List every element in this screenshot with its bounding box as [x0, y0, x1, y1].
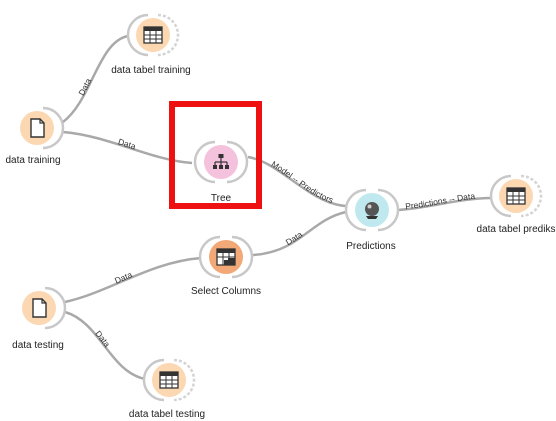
link-select-to-predictions[interactable]	[252, 210, 347, 257]
link-label: Predictions -- Data	[405, 191, 476, 212]
link-training-to-table[interactable]	[62, 34, 129, 123]
file-widget-icon	[22, 286, 67, 330]
data-table-widget-icon	[126, 13, 180, 57]
link-testing-to-select[interactable]	[64, 256, 202, 304]
node-label: Tree	[210, 193, 232, 204]
predictions-widget-icon	[344, 188, 400, 232]
file-icon	[30, 118, 45, 138]
link-label: Data	[113, 269, 134, 285]
crystal-ball-icon	[365, 202, 379, 219]
link-label: Data	[93, 329, 112, 350]
table-icon	[506, 187, 526, 205]
node-label: data testing	[12, 340, 64, 351]
link-training-to-tree[interactable]	[62, 130, 193, 165]
node-label: data training	[5, 155, 61, 166]
data-table-widget-icon	[142, 358, 196, 402]
select-columns-widget-icon	[198, 235, 254, 279]
node-label: Select Columns	[190, 286, 262, 297]
link-testing-to-table[interactable]	[64, 310, 146, 381]
link-predictions-to-table[interactable]	[397, 196, 493, 212]
node-label: data tabel prediks	[476, 224, 556, 235]
file-widget-icon	[20, 106, 65, 150]
file-icon	[32, 298, 47, 318]
link-label: Model -- Predictors	[270, 159, 335, 205]
node-label: data tabel testing	[128, 409, 206, 420]
data-table-widget-icon	[489, 174, 543, 218]
node-label: data tabel training	[111, 65, 191, 76]
tree-icon	[213, 154, 229, 169]
select-columns-icon	[216, 248, 236, 266]
tree-widget-icon	[193, 140, 249, 184]
link-label: Data	[117, 136, 137, 151]
node-label: Predictions	[346, 241, 396, 252]
table-icon	[143, 26, 163, 44]
table-icon	[159, 371, 179, 389]
